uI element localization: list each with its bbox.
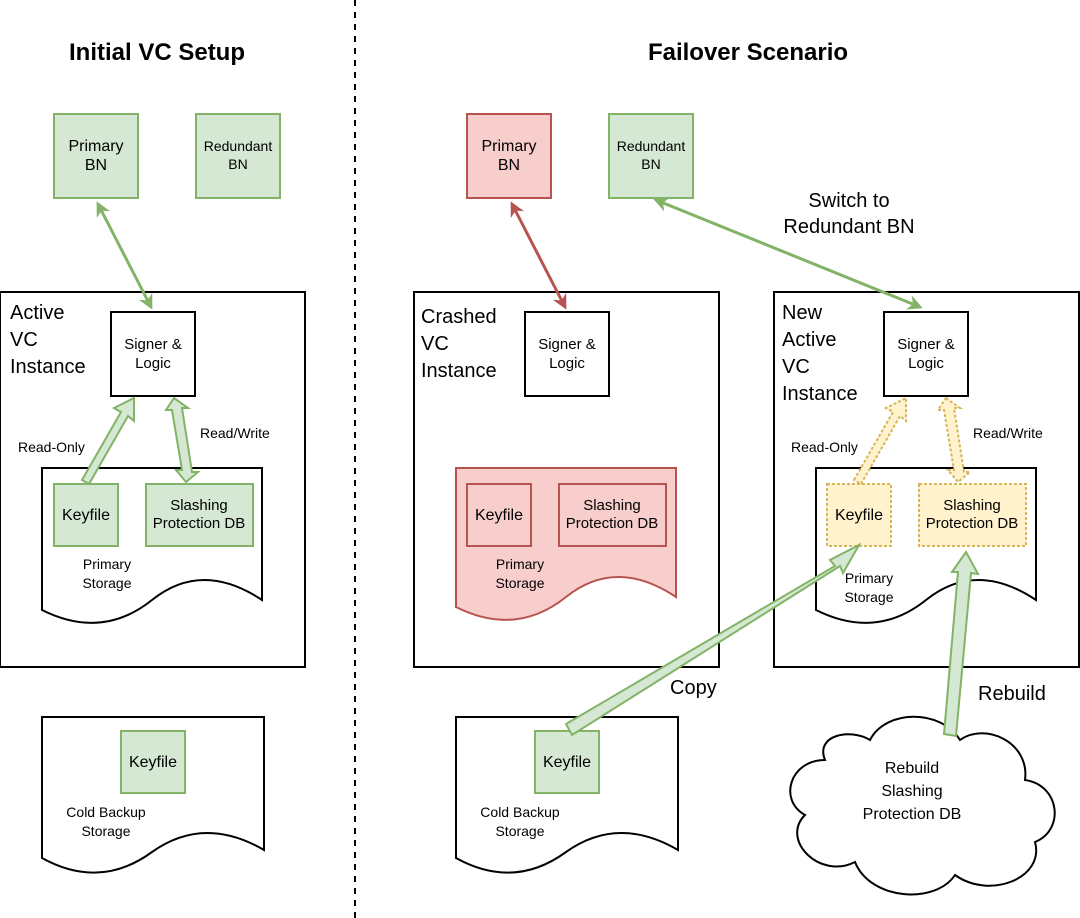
svg-text:Signer &: Signer & (538, 336, 596, 353)
initial-read-write-arrow (164, 396, 201, 484)
svg-text:Primary: Primary (68, 138, 123, 155)
new-read-only-arrow (852, 396, 907, 486)
crashed-vc-instance: Crashed VC Instance (413, 291, 720, 668)
crashed-slashing-db: Slashing Protection DB (558, 483, 667, 547)
initial-primary-bn: Primary BN (53, 113, 139, 199)
svg-text:Primary: Primary (83, 556, 131, 572)
svg-text:Keyfile: Keyfile (475, 507, 523, 524)
svg-text:Redundant: Redundant (204, 138, 273, 154)
initial-read-write-label: Read/Write (200, 425, 270, 441)
svg-text:Primary: Primary (496, 556, 544, 572)
new-signer-logic: Signer & Logic (883, 311, 969, 397)
svg-text:Protection DB: Protection DB (863, 806, 962, 823)
svg-text:Primary: Primary (481, 138, 536, 155)
svg-text:Logic: Logic (549, 355, 585, 372)
svg-text:Slashing: Slashing (170, 497, 228, 514)
new-read-write-label: Read/Write (973, 425, 1043, 441)
initial-active-vc-instance: Active VC Instance (0, 291, 306, 668)
svg-text:VC: VC (782, 356, 810, 378)
new-keyfile: Keyfile (826, 483, 892, 547)
svg-text:Slashing: Slashing (583, 497, 641, 514)
initial-bn-signer-arrow (96, 201, 153, 310)
svg-text:BN: BN (85, 157, 107, 174)
svg-text:VC: VC (421, 333, 449, 355)
svg-text:Keyfile: Keyfile (835, 507, 883, 524)
svg-text:New: New (782, 302, 823, 324)
initial-keyfile: Keyfile (53, 483, 119, 547)
svg-text:Cold Backup: Cold Backup (480, 804, 560, 820)
crashed-bn-signer-arrow (510, 201, 567, 310)
svg-text:Protection DB: Protection DB (926, 515, 1019, 532)
svg-text:Instance: Instance (421, 360, 497, 382)
initial-read-only-arrow (80, 396, 135, 486)
heading-initial-setup: Initial VC Setup (69, 39, 245, 66)
failover-backup-keyfile: Keyfile (534, 730, 600, 794)
switch-to-redundant-arrow (653, 197, 923, 310)
svg-text:Storage: Storage (495, 823, 544, 839)
svg-text:BN: BN (641, 156, 660, 172)
copy-arrow (564, 542, 862, 737)
svg-text:Logic: Logic (135, 355, 171, 372)
failover-primary-bn: Primary BN (466, 113, 552, 199)
initial-backup-keyfile: Keyfile (120, 730, 186, 794)
svg-text:Instance: Instance (10, 356, 86, 378)
svg-text:Storage: Storage (81, 823, 130, 839)
initial-cold-backup-storage: Cold Backup Storage (41, 716, 265, 874)
svg-text:Logic: Logic (908, 355, 944, 372)
crashed-keyfile: Keyfile (466, 483, 532, 547)
svg-text:Storage: Storage (82, 575, 131, 591)
switch-label: Switch to (808, 190, 889, 212)
svg-text:Primary: Primary (845, 570, 893, 586)
svg-text:Storage: Storage (844, 589, 893, 605)
svg-text:Rebuild: Rebuild (885, 760, 939, 777)
svg-text:Keyfile: Keyfile (543, 754, 591, 771)
svg-text:Signer &: Signer & (124, 336, 182, 353)
svg-text:BN: BN (498, 157, 520, 174)
new-read-only-label: Read-Only (791, 439, 858, 455)
svg-text:Slashing: Slashing (881, 783, 942, 800)
heading-failover-scenario: Failover Scenario (648, 39, 848, 66)
svg-text:Crashed: Crashed (421, 306, 497, 328)
rebuild-cloud: Rebuild Slashing Protection DB (789, 715, 1056, 896)
svg-text:Slashing: Slashing (943, 497, 1001, 514)
initial-read-only-label: Read-Only (18, 439, 85, 455)
svg-text:Cold Backup: Cold Backup (66, 804, 146, 820)
switch-label-line2: Redundant BN (783, 216, 914, 238)
svg-text:Signer &: Signer & (897, 336, 955, 353)
svg-text:Protection DB: Protection DB (566, 515, 659, 532)
svg-text:VC: VC (10, 329, 38, 351)
crashed-signer-logic: Signer & Logic (524, 311, 610, 397)
svg-text:Storage: Storage (495, 575, 544, 591)
svg-text:Protection DB: Protection DB (153, 515, 246, 532)
svg-text:Active: Active (782, 329, 836, 351)
failover-cold-backup-storage: Cold Backup Storage (455, 716, 679, 874)
svg-text:Redundant: Redundant (617, 138, 686, 154)
svg-text:Keyfile: Keyfile (62, 507, 110, 524)
svg-text:Active: Active (10, 302, 64, 324)
svg-text:Keyfile: Keyfile (129, 754, 177, 771)
initial-redundant-bn: Redundant BN (195, 113, 281, 199)
copy-label: Copy (670, 677, 717, 699)
initial-signer-logic: Signer & Logic (110, 311, 196, 397)
svg-text:Instance: Instance (782, 383, 858, 405)
rebuild-arrow (942, 550, 980, 738)
initial-slashing-db: Slashing Protection DB (145, 483, 254, 547)
new-slashing-db: Slashing Protection DB (918, 483, 1027, 547)
rebuild-label: Rebuild (978, 683, 1046, 705)
failover-redundant-bn: Redundant BN (608, 113, 694, 199)
new-read-write-arrow (936, 396, 973, 484)
svg-text:BN: BN (228, 156, 247, 172)
